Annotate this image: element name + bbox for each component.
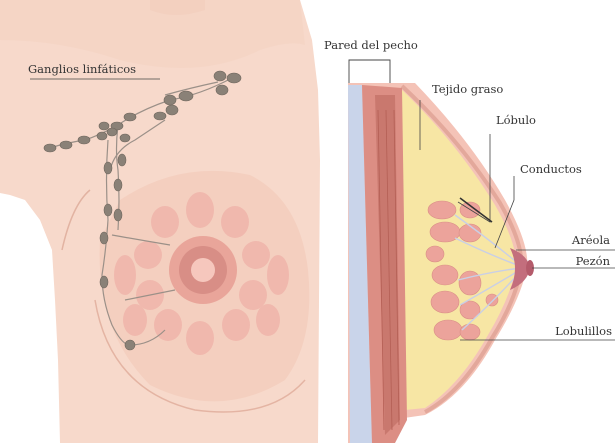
front-lobe — [123, 304, 147, 336]
side-lobe — [426, 246, 444, 262]
lobe-label: Lóbulo — [496, 113, 536, 127]
side-lobe — [486, 294, 498, 306]
side-lobe — [428, 201, 456, 219]
lymph-node — [154, 112, 166, 120]
lymph-node — [164, 95, 176, 105]
lymph-node — [78, 136, 90, 144]
lymph-node — [107, 128, 117, 136]
lymph-node — [227, 73, 241, 83]
front-lobe — [114, 255, 136, 295]
front-lobe — [239, 280, 267, 310]
ducts-label: Conductos — [520, 162, 582, 176]
side-lobe — [431, 291, 459, 313]
lymph-node — [120, 134, 130, 142]
front-lobe — [221, 206, 249, 238]
fatty-tissue-label: Tejido graso — [432, 82, 503, 96]
nipple-label: Pezón — [576, 254, 610, 268]
lymph-nodes-label: Ganglios linfáticos — [28, 62, 136, 76]
side-lobe — [460, 324, 480, 340]
front-lobe — [222, 309, 250, 341]
lymph-node — [124, 113, 136, 121]
lobules-label: Lobulillos — [555, 324, 612, 338]
side-lobe — [459, 271, 481, 295]
lymph-node — [104, 162, 112, 174]
lymph-node — [114, 179, 122, 191]
side-lobe — [432, 265, 458, 285]
front-lobe — [151, 206, 179, 238]
lymph-node — [104, 204, 112, 216]
lymph-node — [125, 340, 135, 350]
front-nipple — [191, 258, 215, 282]
lymph-node — [60, 141, 72, 149]
lymph-node — [179, 91, 193, 101]
lymph-node — [100, 232, 108, 244]
side-cross-section — [348, 60, 615, 443]
lymph-node — [118, 154, 126, 166]
areola-label: Aréola — [572, 233, 610, 247]
lymph-node — [214, 71, 226, 81]
front-lobe — [267, 255, 289, 295]
lymph-node — [216, 85, 228, 95]
lymph-node — [97, 132, 107, 140]
lymph-node — [99, 122, 109, 130]
front-lobe — [186, 192, 214, 228]
chest-wall-label: Pared del pecho — [324, 38, 418, 52]
lymph-node — [166, 105, 178, 115]
side-lobe — [434, 320, 462, 340]
front-lobe — [134, 241, 162, 269]
lymph-node — [100, 276, 108, 288]
front-lobe — [256, 304, 280, 336]
chest-wall-bracket — [349, 60, 390, 83]
lymph-node — [44, 144, 56, 152]
lymph-node — [114, 209, 122, 221]
front-lobe — [186, 321, 214, 355]
front-lobe — [242, 241, 270, 269]
